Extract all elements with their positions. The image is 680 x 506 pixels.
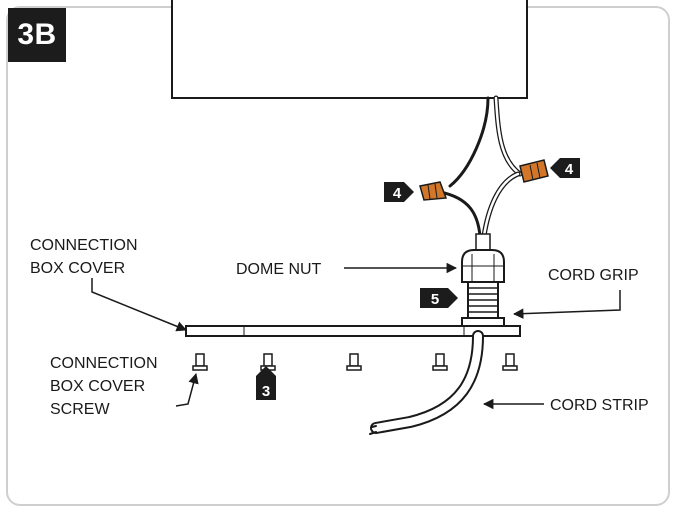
label-connection-box-cover-line2: BOX COVER (30, 260, 125, 277)
dome-nut (461, 249, 505, 283)
callout-wire-nut-right: 4 (550, 158, 580, 178)
cord-grip-thread (467, 281, 499, 319)
screw (260, 353, 276, 371)
svg-text:4: 4 (565, 161, 574, 178)
callout-cord-grip-step: 5 (420, 288, 458, 308)
screws (192, 353, 518, 371)
assembly-diagram: 4 4 5 3 CONNECTION BOX COVER DOME NUT CO… (30, 0, 649, 435)
connection-box-cover-plate (185, 325, 521, 337)
fixture-wires (438, 95, 523, 239)
screw (192, 353, 208, 371)
label-cord-grip: CORD GRIP (548, 267, 639, 284)
screw (432, 353, 448, 371)
leader-lines (91, 262, 621, 410)
screw (502, 353, 518, 371)
svg-text:5: 5 (431, 291, 439, 308)
wire-nut-left (419, 181, 448, 201)
wire-nut-right (519, 159, 549, 183)
step-label: 3B (8, 8, 66, 62)
cord (369, 330, 484, 435)
cord-grip-locknut (461, 317, 505, 327)
svg-text:4: 4 (393, 185, 402, 202)
label-cord-strip: CORD STRIP (550, 397, 649, 414)
callout-screw-step: 3 (256, 366, 276, 400)
label-dome-nut: DOME NUT (236, 261, 322, 278)
screw (346, 353, 362, 371)
label-screw-line3: SCREW (50, 401, 110, 418)
label-screw-line2: BOX COVER (50, 378, 145, 395)
callout-wire-nut-left: 4 (384, 182, 414, 202)
label-screw-line1: CONNECTION (50, 355, 158, 372)
fixture-housing (171, 0, 528, 99)
label-connection-box-cover-line1: CONNECTION (30, 237, 138, 254)
svg-text:3: 3 (262, 383, 270, 400)
